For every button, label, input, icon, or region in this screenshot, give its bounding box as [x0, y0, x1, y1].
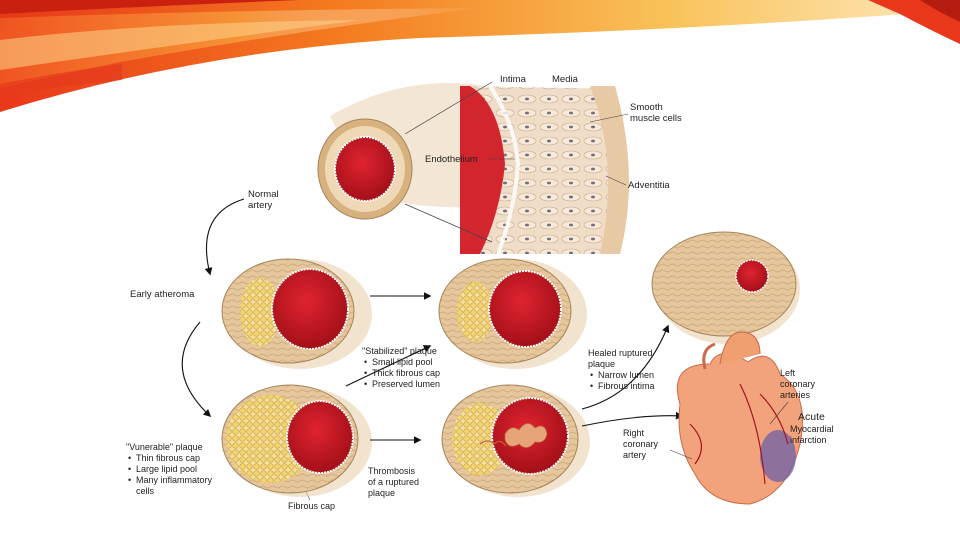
vulnerable-bullet-3: Many inflammatory [136, 475, 213, 485]
svg-text:•: • [590, 381, 593, 391]
svg-text:•: • [590, 370, 593, 380]
svg-text:•: • [128, 464, 131, 474]
label-intima: Intima [500, 74, 527, 85]
label-vulnerable-title: "Vunerable" plaque [126, 442, 203, 452]
label-adventitia: Adventitia [628, 180, 670, 191]
early-atheroma-cross-section [222, 259, 372, 369]
label-early-atheroma: Early atheroma [130, 289, 195, 300]
label-left-1: Left [780, 368, 796, 378]
label-myocardial: Myocardial [790, 424, 834, 434]
svg-text:•: • [128, 475, 131, 485]
label-smooth: Smooth [630, 102, 663, 113]
label-endothelium: Endothelium [425, 154, 478, 165]
vulnerable-bullet-1: Thin fibrous cap [136, 453, 200, 463]
label-healed-1: Healed ruptured [588, 348, 653, 358]
svg-text:•: • [364, 379, 367, 389]
stabilized-bullet-1: Small lipid pool [372, 357, 433, 367]
thrombosis-cross-section [442, 385, 590, 497]
stabilized-bullet-2: Thick fibrous cap [372, 368, 440, 378]
vulnerable-bullet-2: Large lipid pool [136, 464, 197, 474]
atherosclerosis-diagram: Intima Media Smooth muscle cells Endothe… [120, 64, 840, 520]
label-fibrous-cap: Fibrous cap [288, 501, 335, 511]
label-right-2: coronary [623, 439, 659, 449]
svg-text:•: • [364, 357, 367, 367]
label-thrombosis-2: of a ruptured [368, 477, 419, 487]
stabilized-bullet-3: Preserved lumen [372, 379, 440, 389]
label-healed-2: plaque [588, 359, 615, 369]
label-thrombosis-1: Thrombosis [368, 466, 416, 476]
svg-text:•: • [128, 453, 131, 463]
label-left-2: coronary [780, 379, 816, 389]
label-left-3: arteries [780, 390, 811, 400]
label-muscle-cells: muscle cells [630, 113, 682, 124]
label-artery: artery [248, 200, 273, 211]
stabilized-plaque-cross-section [439, 259, 587, 369]
label-right-1: Right [623, 428, 645, 438]
vulnerable-bullet-3-cont: cells [136, 486, 155, 496]
vulnerable-plaque-cross-section [222, 385, 372, 497]
label-thrombosis-3: plaque [368, 488, 395, 498]
label-infarction: infarction [790, 435, 827, 445]
label-media: Media [552, 74, 579, 85]
label-right-3: artery [623, 450, 647, 460]
healed-bullet-1: Narrow lumen [598, 370, 654, 380]
label-normal: Normal [248, 189, 279, 200]
label-acute: Acute [798, 411, 825, 423]
heart-illustration [677, 332, 802, 504]
healed-plaque-cross-section [652, 232, 800, 344]
